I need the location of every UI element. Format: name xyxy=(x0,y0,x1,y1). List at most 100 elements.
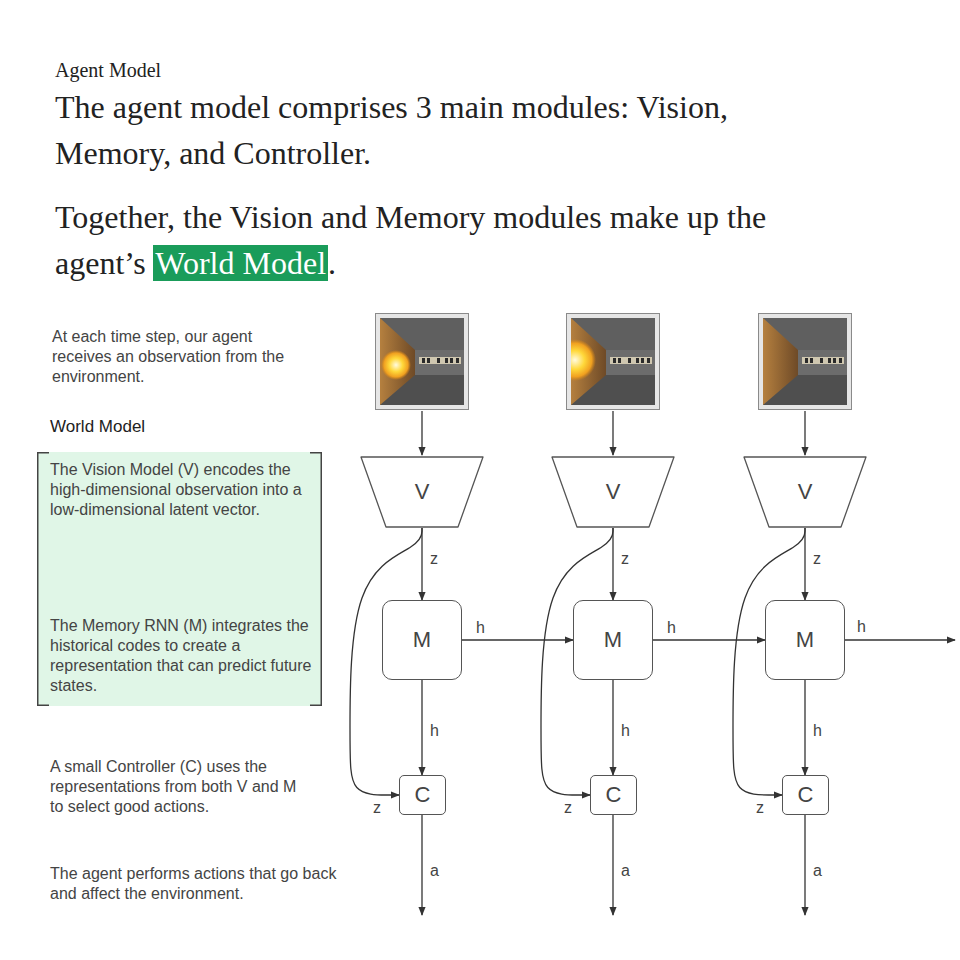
trapezoid-outline xyxy=(744,457,866,527)
explanation-text-slot: The agent performs actions that go back … xyxy=(50,864,340,904)
memory-box: M xyxy=(573,600,653,680)
trapezoid-outline xyxy=(361,457,483,527)
fireball xyxy=(381,350,411,380)
signal-name: z xyxy=(756,799,764,817)
paragraph-text: . xyxy=(328,245,336,281)
module-letter: C xyxy=(606,782,622,808)
paragraph-slot: Together, the Vision and Memory modules … xyxy=(55,194,845,286)
fireball xyxy=(571,339,596,381)
signal-name: h xyxy=(476,619,485,637)
node-text-slot: V xyxy=(798,479,813,505)
signal-name: z xyxy=(430,550,438,568)
observation-frame xyxy=(376,314,469,410)
signal-name: h xyxy=(621,722,630,740)
flow-arrow xyxy=(804,528,805,600)
trapezoid-outline xyxy=(552,457,674,527)
fireball xyxy=(381,350,411,380)
vision-trapezoid: V xyxy=(551,456,675,528)
input-arrow xyxy=(421,411,422,455)
module-letter: V xyxy=(798,479,813,505)
title-slot: Agent Model xyxy=(55,57,655,83)
module-letter: M xyxy=(796,627,814,653)
explanation-text: At each time step, our agent receives an… xyxy=(52,327,290,387)
action-arrow xyxy=(421,815,422,915)
signal-name: a xyxy=(621,862,651,880)
edge-label-slot: z xyxy=(430,550,438,568)
vision-trapezoid: V xyxy=(360,456,484,528)
flow-arrow xyxy=(653,639,765,640)
explanation-text-slot: At each time step, our agent receives an… xyxy=(52,327,290,387)
signal-name: h xyxy=(857,618,887,636)
action-arrow xyxy=(612,815,613,915)
memory-box: M xyxy=(765,600,845,680)
controller-box: C xyxy=(590,775,637,815)
flow-arrow xyxy=(421,680,422,775)
explanation-text: A small Controller (C) uses the represen… xyxy=(50,757,302,817)
signal-name: z xyxy=(373,799,381,817)
flow-arrow xyxy=(462,639,573,640)
flow-arrow xyxy=(612,528,613,600)
signal-name-slot: a xyxy=(430,862,460,880)
hidden-state-arrow xyxy=(845,639,955,640)
flow-arrow xyxy=(804,680,805,775)
edge-label-slot: z xyxy=(813,550,821,568)
intro-text-slot: The agent model comprises 3 main modules… xyxy=(55,84,845,176)
node-text-slot: V xyxy=(606,479,621,505)
flow-arrow xyxy=(612,680,613,775)
node-text-slot: V xyxy=(415,479,430,505)
signal-name: h xyxy=(667,619,676,637)
action-arrow xyxy=(804,815,805,915)
signal-name: a xyxy=(430,862,460,880)
module-letter: M xyxy=(604,627,622,653)
fireball xyxy=(571,339,596,381)
node-text-slot: M xyxy=(796,627,814,653)
input-arrow xyxy=(804,411,805,455)
signal-name-slot: a xyxy=(621,862,651,880)
edge-label-slot: h xyxy=(430,722,439,740)
vision-trapezoid: V xyxy=(743,456,867,528)
signal-name: a xyxy=(813,862,843,880)
node-text-slot: C xyxy=(798,782,814,808)
edge-label-slot: h xyxy=(476,619,485,637)
controller-box: C xyxy=(782,775,829,815)
flow-arrow xyxy=(421,528,422,600)
group-heading: World Model xyxy=(50,417,320,437)
intro-text: The agent model comprises 3 main modules… xyxy=(55,84,845,176)
explanation-text-slot: A small Controller (C) uses the represen… xyxy=(50,757,302,817)
edge-label-slot: z xyxy=(564,799,572,817)
observation-frame xyxy=(759,314,852,410)
edge-label-slot: h xyxy=(621,722,630,740)
input-arrow xyxy=(612,411,613,455)
page-title: Agent Model xyxy=(55,57,655,83)
node-text-slot: The Vision Model (V) encodes the high-di… xyxy=(50,460,314,520)
edge-label-slot: h xyxy=(667,619,676,637)
signal-name: h xyxy=(430,722,439,740)
signal-name-slot: h xyxy=(857,618,887,636)
module-letter: C xyxy=(415,782,431,808)
module-description: The Vision Model (V) encodes the high-di… xyxy=(50,460,314,520)
node-text-slot: C xyxy=(606,782,622,808)
signal-name: z xyxy=(813,550,821,568)
node-text-slot: C xyxy=(415,782,431,808)
signal-name: h xyxy=(813,722,822,740)
module-letter: M xyxy=(413,627,431,653)
module-letter: V xyxy=(606,479,621,505)
signal-name: z xyxy=(564,799,572,817)
bracket xyxy=(38,453,322,706)
edge-label-slot: h xyxy=(813,722,822,740)
edge-label-slot: z xyxy=(621,550,629,568)
node-text-slot: M xyxy=(413,627,431,653)
module-letter: C xyxy=(798,782,814,808)
module-description: The Memory RNN (M) integrates the histor… xyxy=(50,616,314,696)
explanation-text: The agent performs actions that go back … xyxy=(50,864,340,904)
edge-label-slot: z xyxy=(373,799,381,817)
node-text-slot: The Memory RNN (M) integrates the histor… xyxy=(50,616,314,696)
node-text-slot: M xyxy=(604,627,622,653)
module-letter: V xyxy=(415,479,430,505)
signal-name-slot: a xyxy=(813,862,843,880)
memory-box: M xyxy=(382,600,462,680)
highlight-term: World Model xyxy=(153,245,328,281)
node-text-slot: World Model xyxy=(50,417,320,437)
signal-name: z xyxy=(621,550,629,568)
